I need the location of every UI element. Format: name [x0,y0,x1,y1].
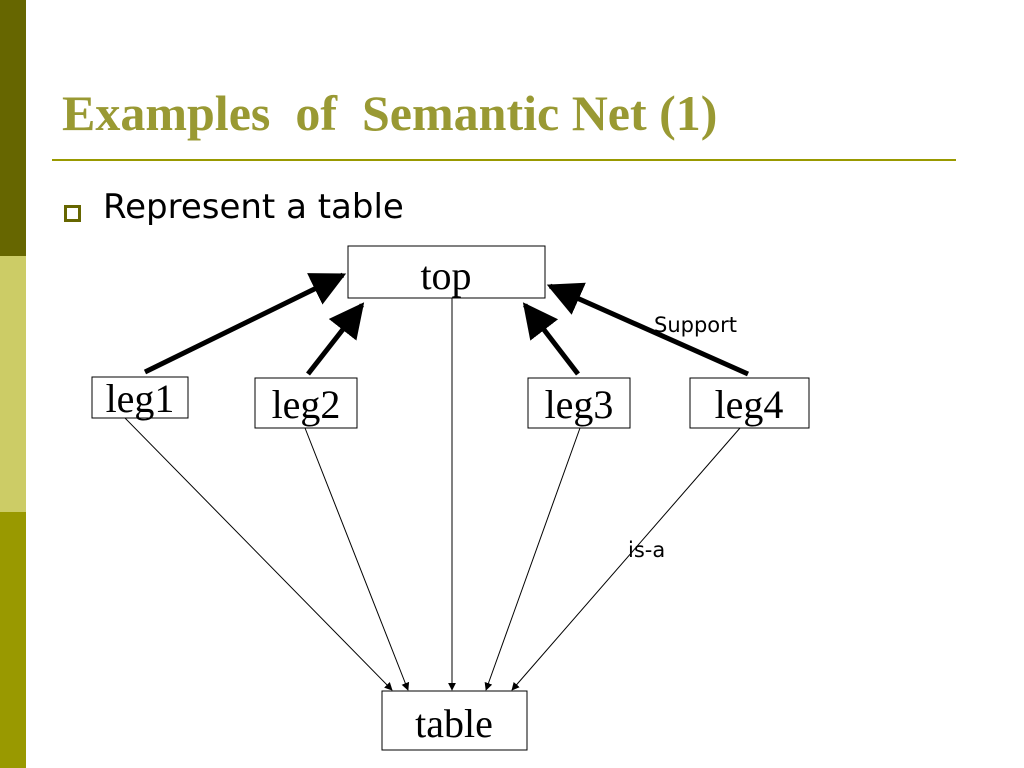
node-leg4: leg4 [689,377,810,429]
edge-label-is-a: is-a [628,538,665,562]
node-leg2: leg2 [254,377,358,429]
node-top: top [347,245,546,299]
edge-leg2-table [304,427,410,691]
node-table-label: table [415,701,493,746]
edge-leg2-top [306,302,365,376]
node-leg1-label: leg1 [106,376,175,421]
node-leg3: leg3 [527,377,631,429]
edge-leg4-table [511,427,741,691]
edge-leg1-table [124,417,393,691]
edge-leg3-table [484,427,581,691]
node-leg1: leg1 [91,376,189,421]
square-bullet-icon [64,205,81,222]
edge-leg4-top [546,282,750,377]
node-top-label: top [420,253,471,298]
sidebar-band-light [0,256,26,512]
edge-label-support: Support [654,313,737,337]
bullet-text: Represent a table [103,187,404,227]
title-divider [52,159,956,161]
sidebar-band-dark [0,0,26,256]
edge-leg1-top [143,272,347,375]
slide-title: Examples of Semantic Net (1) [62,85,718,141]
node-leg4-label: leg4 [715,382,784,427]
sidebar-band-olive [0,512,26,768]
node-leg2-label: leg2 [272,382,341,427]
node-table: table [381,690,528,751]
node-leg3-label: leg3 [545,382,614,427]
edge-leg3-top [522,302,580,376]
